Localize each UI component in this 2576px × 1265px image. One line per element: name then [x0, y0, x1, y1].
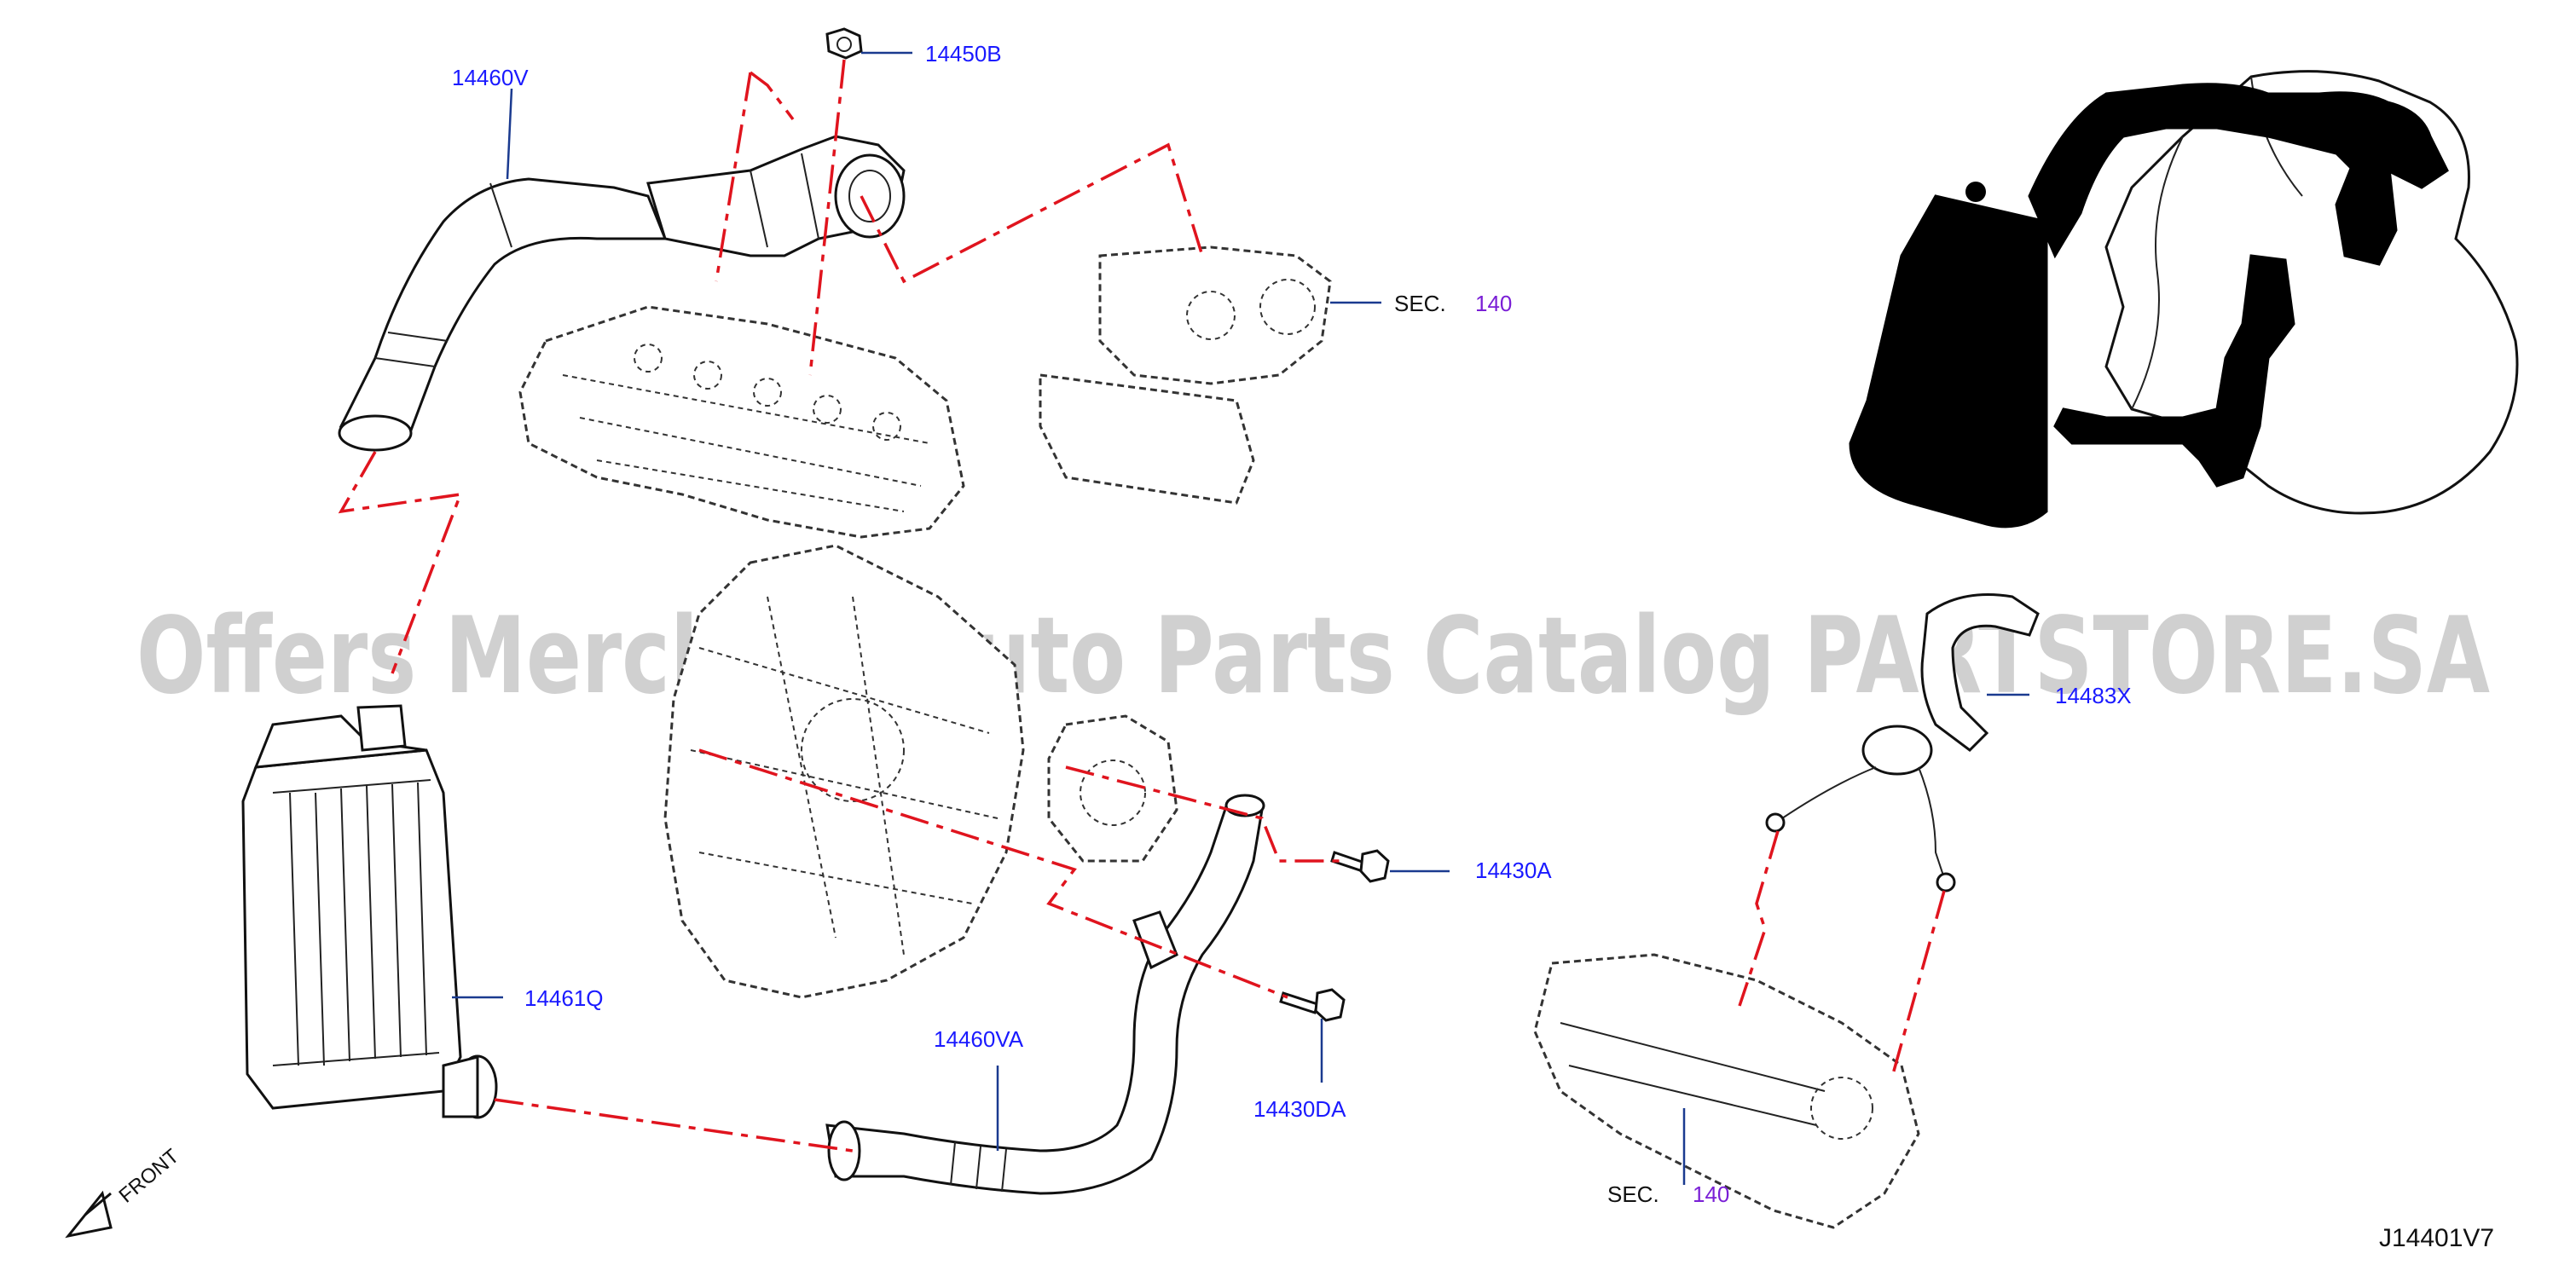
callout-14483X[interactable]: 14483X [2055, 683, 2132, 708]
section-ref-prefix-lower: SEC. [1607, 1181, 1659, 1207]
drawing-code: J14401V7 [2379, 1224, 2494, 1252]
part-14461Q-intercooler[interactable] [241, 704, 498, 1119]
part-14460VA-air-duct[interactable] [825, 794, 1265, 1195]
watermark: Offers Merchant Auto Parts Catalog PARTS… [136, 595, 2490, 718]
front-direction-arrow: FRONT [65, 1145, 184, 1239]
leader-lines [452, 51, 2029, 1185]
part-14450B-nut[interactable] [825, 27, 863, 60]
vehicle-locator-inset [1849, 70, 2519, 529]
part-air-duct-bracket-upper[interactable] [646, 135, 906, 257]
engine-module-ghost-right [1533, 953, 1920, 1229]
intake-manifold-ghost [518, 305, 965, 539]
engine-block-ghost [663, 544, 1025, 999]
turbocharger-ghost [1039, 245, 1332, 505]
section-ref-prefix-upper: SEC. [1394, 291, 1446, 316]
callout-14460V[interactable]: 14460V [452, 65, 529, 90]
part-14430DA-bolt[interactable] [1279, 988, 1346, 1022]
callout-14450B[interactable]: 14450B [925, 41, 1002, 66]
callout-14460VA[interactable]: 14460VA [934, 1026, 1024, 1052]
connection-lines [338, 59, 1946, 1152]
part-14430A-bolt[interactable] [1330, 849, 1390, 883]
front-label: FRONT [115, 1145, 184, 1208]
callout-14430A[interactable]: 14430A [1475, 858, 1552, 883]
section-ref-number-lower[interactable]: 140 [1693, 1181, 1729, 1207]
part-14460V-air-duct[interactable] [338, 177, 668, 452]
callout-14461Q[interactable]: 14461Q [524, 985, 604, 1011]
callout-14430DA[interactable]: 14430DA [1253, 1096, 1346, 1122]
section-ref-number-upper[interactable]: 140 [1475, 291, 1512, 316]
part-14483X-hose-assembly[interactable] [1765, 593, 2040, 892]
throttle-body-ghost [1047, 714, 1178, 863]
